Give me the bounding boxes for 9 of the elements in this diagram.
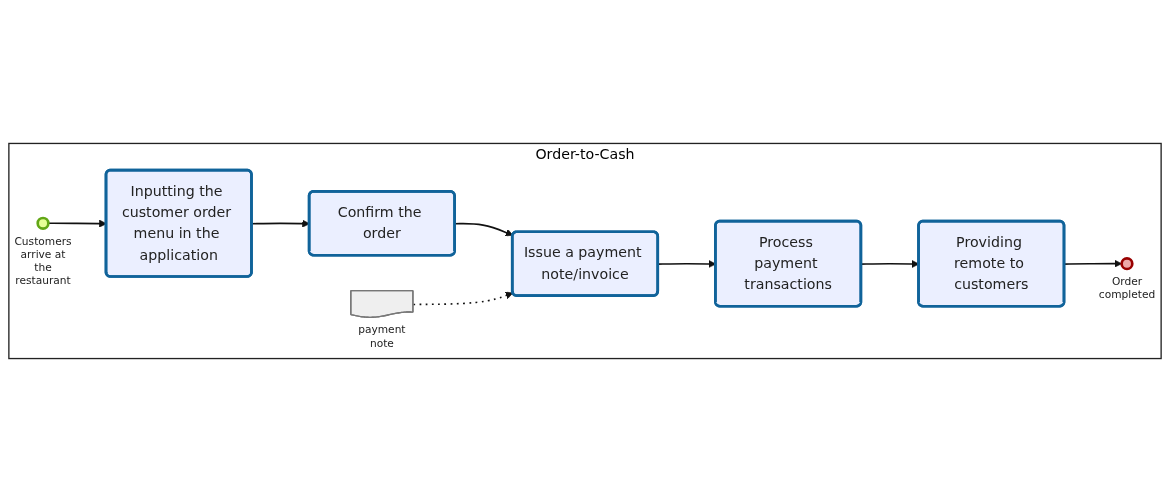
node-circle <box>1120 257 1134 271</box>
arrow <box>251 219 310 228</box>
arrow <box>47 219 107 228</box>
node-circle <box>36 216 50 230</box>
arrow <box>412 291 514 306</box>
arrow <box>454 222 514 237</box>
node-caption: Customers arrive at the restaurant <box>14 234 72 288</box>
node-caption: payment note <box>358 323 406 350</box>
node-caption: Order completed <box>1098 274 1156 302</box>
